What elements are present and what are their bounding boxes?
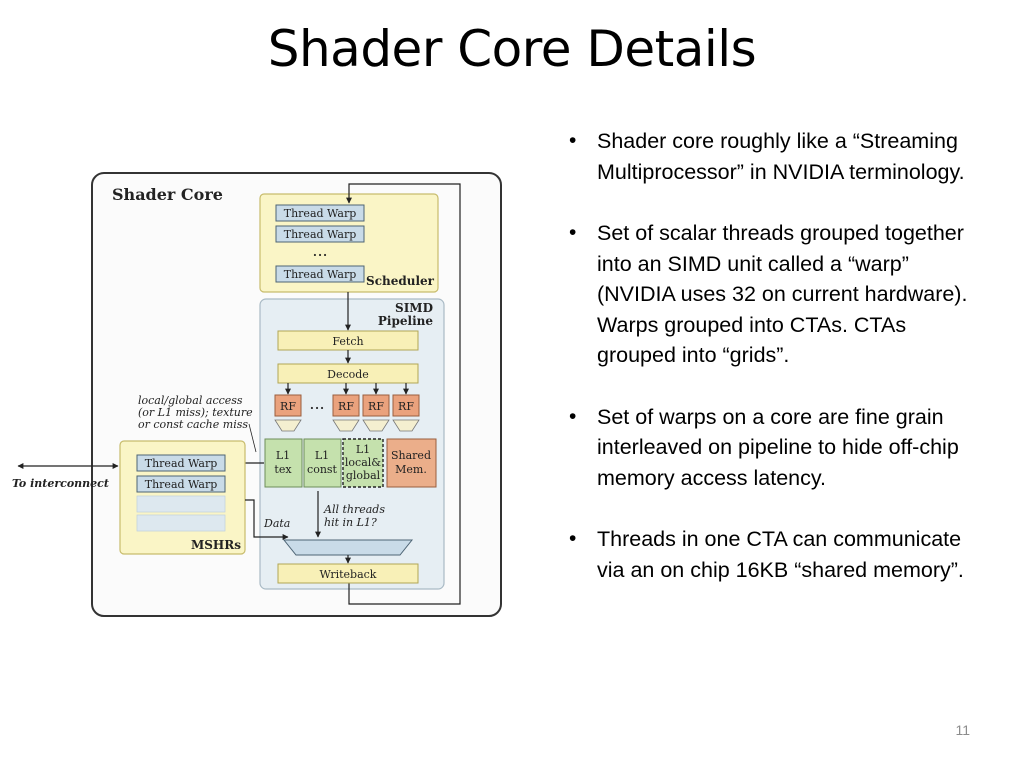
rf-box [274, 394, 302, 417]
bullet-text: Set of scalar threads grouped together i… [597, 221, 968, 367]
l1-local-global-box [342, 438, 384, 488]
l1-const-box [303, 438, 342, 488]
mshr-empty-entry [136, 514, 226, 532]
bullet-marker: • [569, 527, 577, 550]
bullet-text: Threads in one CTA can communicate via a… [597, 527, 964, 582]
writeback-box [277, 563, 419, 584]
bullet-list: • Shader core roughly like a “Streaming M… [566, 126, 976, 616]
shared-mem-label: Mem. [395, 463, 427, 476]
l1-tex-label: tex [274, 463, 292, 476]
mshr-warp-label: Thread Warp [145, 478, 218, 491]
all-threads-note: hit in L1? [324, 516, 377, 529]
l1-tex-label: L1 [276, 449, 290, 462]
rf-label: RF [338, 400, 354, 413]
scheduler-warp-label: Thread Warp [284, 207, 357, 220]
miss-note: local/global access [138, 394, 243, 407]
scheduler-warp-label: Thread Warp [284, 268, 357, 281]
decode-label: Decode [327, 368, 369, 381]
scheduler-warp [275, 265, 365, 283]
alu-shape [332, 419, 360, 432]
rf-label: RF [398, 400, 414, 413]
bullet-item: • Threads in one CTA can communicate via … [566, 524, 976, 585]
bullet-item: • Set of warps on a core are fine grain i… [566, 402, 976, 494]
mshr-empty-entry [136, 495, 226, 513]
miss-note: or const cache miss [138, 418, 248, 431]
all-threads-note: All threads [323, 503, 385, 516]
decode-box [277, 363, 419, 384]
scheduler-warp [275, 204, 365, 222]
rf-box [392, 394, 420, 417]
bullet-item: • Set of scalar threads grouped together … [566, 218, 976, 371]
miss-note-pointer [248, 423, 257, 453]
writeback-label: Writeback [320, 568, 377, 581]
bullet-text: Set of warps on a core are fine grain in… [597, 404, 959, 490]
scheduler-warp-label: Thread Warp [284, 228, 357, 241]
l1-local-global-label: global [346, 469, 381, 482]
alu-shape [274, 419, 302, 432]
pipeline-label: Pipeline [378, 314, 433, 328]
rf-label: RF [368, 400, 384, 413]
l1-local-global-label: L1 [356, 443, 370, 456]
alu-shape [392, 419, 420, 432]
simd-label: SIMD [395, 301, 433, 315]
shader-core-diagram: Shader Core Thread Warp Thread Warp ... … [12, 172, 502, 617]
data-label: Data [263, 517, 290, 530]
rf-box [362, 394, 390, 417]
l1-const-label: const [307, 463, 338, 476]
fetch-label: Fetch [332, 335, 363, 348]
rf-ellipsis: ... [309, 394, 324, 413]
to-interconnect-label: To interconnect [12, 477, 109, 490]
data-return-arrow [245, 499, 289, 540]
scheduler-label: Scheduler [366, 274, 435, 288]
scheduler-warp [275, 225, 365, 243]
rf-box [332, 394, 360, 417]
l1-const-label: L1 [315, 449, 329, 462]
mshr-warp [136, 454, 226, 472]
alu-shape [362, 419, 390, 432]
page-number: 11 [955, 722, 970, 738]
bullet-marker: • [569, 221, 577, 244]
feedback-loop-arrow [346, 183, 461, 605]
l1-local-global-label: local& [345, 456, 381, 469]
shared-mem-box [386, 438, 437, 488]
mshr-label: MSHRs [191, 538, 241, 552]
l1-tex-box [264, 438, 303, 488]
shader-core-heading: Shader Core [112, 185, 223, 204]
scheduler-ellipsis: ... [312, 241, 327, 260]
bullet-marker: • [569, 129, 577, 152]
bullet-item: • Shader core roughly like a “Streaming M… [566, 126, 976, 187]
mshr-warp-label: Thread Warp [145, 457, 218, 470]
mshr-warp [136, 475, 226, 493]
bullet-text: Shader core roughly like a “Streaming Mu… [597, 129, 965, 184]
miss-note: (or L1 miss); texture [138, 406, 253, 419]
bullet-marker: • [569, 404, 577, 428]
writeback-mux [282, 539, 414, 556]
rf-label: RF [280, 400, 296, 413]
slide-title: Shader Core Details [267, 20, 757, 78]
shared-mem-label: Shared [391, 449, 431, 462]
